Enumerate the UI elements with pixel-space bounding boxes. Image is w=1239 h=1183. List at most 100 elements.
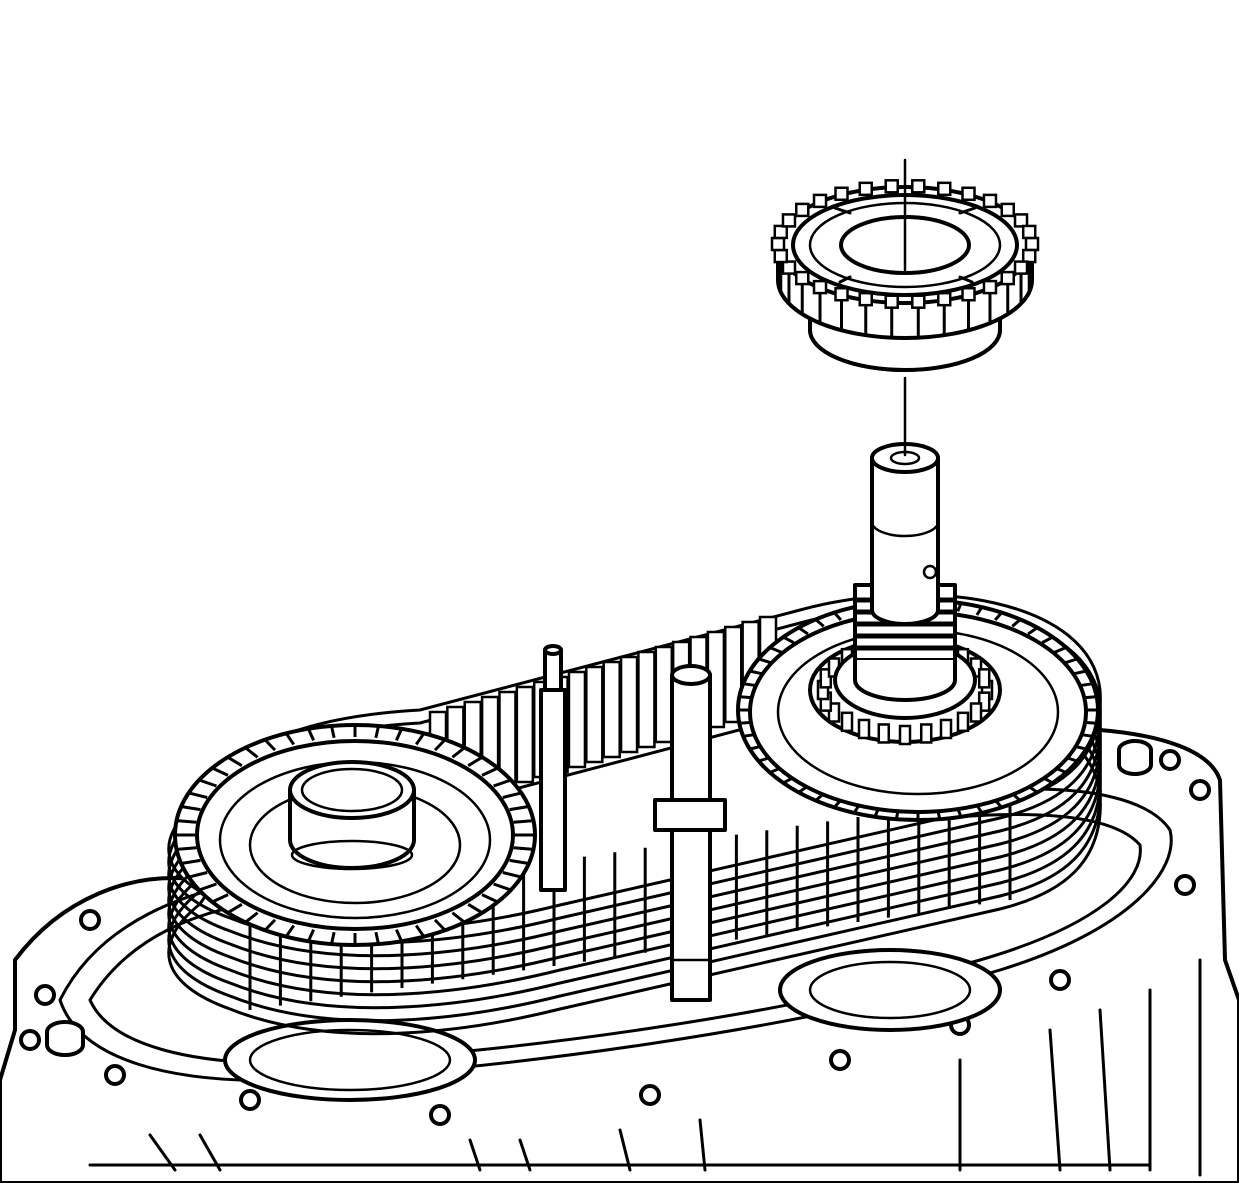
gear-tooth — [812, 193, 828, 209]
sprocket-tooth — [509, 805, 530, 812]
front-sprocket-hub — [288, 760, 416, 871]
guide-pins — [539, 644, 727, 1002]
sprocket-tooth — [975, 606, 984, 616]
gear-tooth — [884, 294, 899, 309]
sprocket-tooth — [307, 728, 315, 741]
hub-spline — [977, 691, 991, 712]
gear-tooth — [884, 179, 899, 194]
sprocket-tooth — [481, 893, 499, 904]
sprocket-tooth — [414, 924, 426, 938]
sprocket-tooth — [502, 871, 522, 879]
gear-tooth — [982, 279, 998, 295]
sprocket-tooth — [509, 858, 530, 865]
sprocket-tooth — [374, 931, 380, 945]
sprocket-tooth — [176, 846, 197, 851]
chain-link — [602, 660, 621, 759]
sprocket-tooth — [956, 602, 963, 612]
sprocket-tooth — [833, 611, 842, 622]
sprocket-tooth — [1027, 626, 1039, 636]
sprocket-tooth — [758, 657, 772, 665]
hub-spline — [877, 723, 891, 744]
sprocket-tooth — [263, 738, 277, 752]
gear-tooth — [858, 291, 874, 307]
gear-tooth — [795, 270, 810, 286]
sprocket-tooth — [451, 911, 466, 924]
sprocket-tooth — [188, 791, 208, 799]
sprocket-tooth — [814, 618, 825, 628]
sprocket-tooth — [244, 911, 259, 924]
sprocket-tooth — [176, 819, 197, 824]
sprocket-tooth — [513, 819, 534, 824]
hub-spline — [919, 723, 933, 744]
sprocket-tooth — [330, 931, 336, 945]
gear-tooth — [1021, 248, 1037, 264]
sprocket-tooth — [433, 738, 447, 752]
sprocket-tooth — [226, 755, 243, 767]
housing-ribs — [88, 958, 1202, 1177]
gear-tooth — [982, 193, 998, 209]
sprocket-tooth — [1054, 646, 1067, 654]
sprocket-tooth — [502, 791, 522, 799]
gear-tooth — [1000, 202, 1015, 218]
hub-spline — [857, 718, 871, 740]
hub-spline — [977, 668, 991, 689]
sprocket-tooth — [374, 725, 380, 739]
gear-tooth — [936, 181, 952, 197]
sprocket-tooth — [433, 918, 447, 932]
sprocket-tooth — [1041, 635, 1054, 644]
sprocket-tooth — [188, 871, 208, 879]
chain-link — [515, 685, 535, 784]
hub-spline — [939, 718, 953, 740]
gear-tooth — [858, 181, 874, 197]
chain-link — [619, 655, 639, 754]
sprocket-tooth — [414, 732, 426, 746]
sprocket-tooth — [395, 728, 403, 741]
gear-tooth — [770, 236, 786, 252]
sprocket-tooth — [493, 882, 512, 892]
gear-tooth — [911, 294, 926, 309]
gear-tooth — [795, 202, 810, 218]
gear-tooth — [961, 286, 976, 302]
flange-bolt-holes — [19, 749, 1211, 1126]
sprocket-tooth — [467, 755, 484, 767]
gear-tooth — [1013, 260, 1029, 275]
gear-tooth — [1000, 270, 1015, 286]
sprocket-tooth — [198, 882, 217, 892]
hub-spline — [898, 724, 912, 746]
sprocket-tooth — [284, 924, 296, 938]
shaft — [853, 442, 957, 702]
gear-tooth — [834, 286, 849, 302]
sprocket-tooth — [263, 918, 277, 932]
gear-tooth — [1024, 236, 1040, 252]
gear-tooth — [812, 279, 828, 295]
chain-link — [637, 650, 656, 749]
sprocket-tooth — [513, 846, 534, 851]
sprocket-tooth — [1011, 618, 1022, 628]
front-sprocket-teeth — [175, 725, 535, 945]
sprocket-tooth — [211, 893, 229, 904]
gear-tooth — [834, 186, 849, 202]
hub-spline — [827, 702, 841, 723]
sprocket-tooth — [180, 858, 201, 865]
sprocket-tooth — [330, 725, 336, 739]
sprocket-tooth — [1064, 657, 1078, 665]
gear-tooth — [773, 224, 789, 240]
sprocket-tooth — [198, 778, 217, 788]
gear-tooth — [1021, 224, 1037, 240]
sprocket-tooth — [467, 903, 484, 915]
sprocket-tooth — [226, 903, 243, 915]
sprocket-tooth — [307, 929, 315, 942]
hub-spline — [840, 711, 854, 733]
hub-spline — [956, 711, 970, 733]
gear-tooth — [773, 248, 789, 264]
sprocket-tooth — [493, 778, 512, 788]
gear-tooth — [781, 260, 797, 275]
sprocket-tooth — [395, 929, 403, 942]
gear-tooth — [781, 213, 797, 228]
sprocket-tooth — [211, 766, 229, 777]
gear-tooth — [911, 179, 926, 194]
chain-link — [654, 645, 674, 744]
gear-tooth — [936, 291, 952, 307]
